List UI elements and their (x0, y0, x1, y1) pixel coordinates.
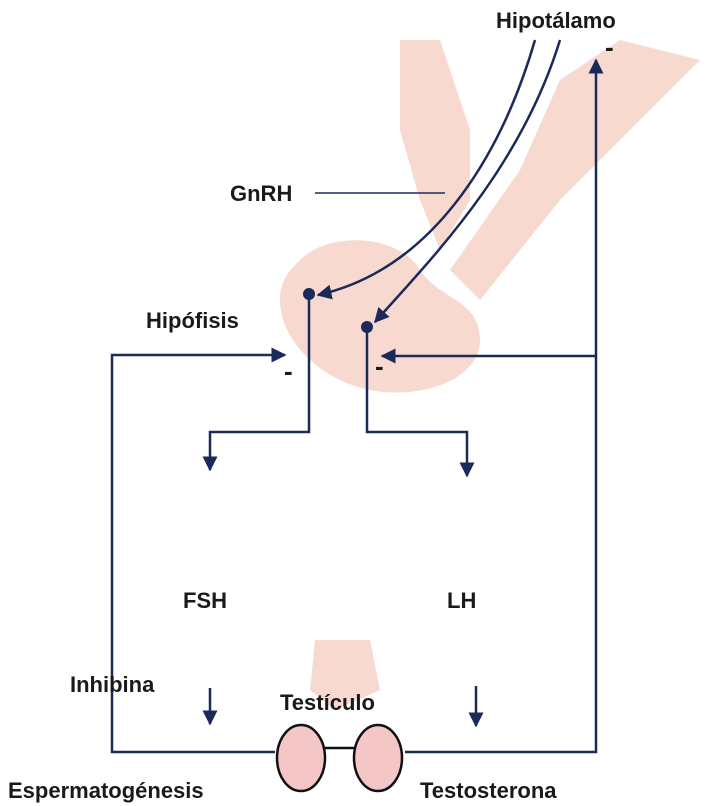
lh-origin-dot (361, 321, 373, 333)
testis-label: Testículo (280, 690, 375, 715)
hypothalamus-negative-sign: - (605, 32, 614, 62)
left-testis (277, 725, 325, 791)
pituitary-right-negative-sign: - (375, 351, 384, 381)
fsh-origin-dot (303, 288, 315, 300)
fsh-label: FSH (183, 588, 227, 613)
right-testis (354, 725, 402, 791)
lh-label: LH (447, 588, 476, 613)
pituitary-stalk-shape (400, 40, 470, 250)
pituitary-left-negative-sign: - (284, 356, 293, 386)
background-watermark (280, 40, 700, 710)
testosterone-label: Testosterona (420, 778, 557, 803)
gnrh-label: GnRH (230, 181, 292, 206)
inhibin-label: Inhibina (70, 672, 155, 697)
hypothalamus-shape (450, 40, 700, 300)
spermatogenesis-label: Espermatogénesis (8, 778, 204, 803)
pituitary-label: Hipófisis (146, 308, 239, 333)
hypothalamus-label: Hipotálamo (496, 8, 616, 33)
